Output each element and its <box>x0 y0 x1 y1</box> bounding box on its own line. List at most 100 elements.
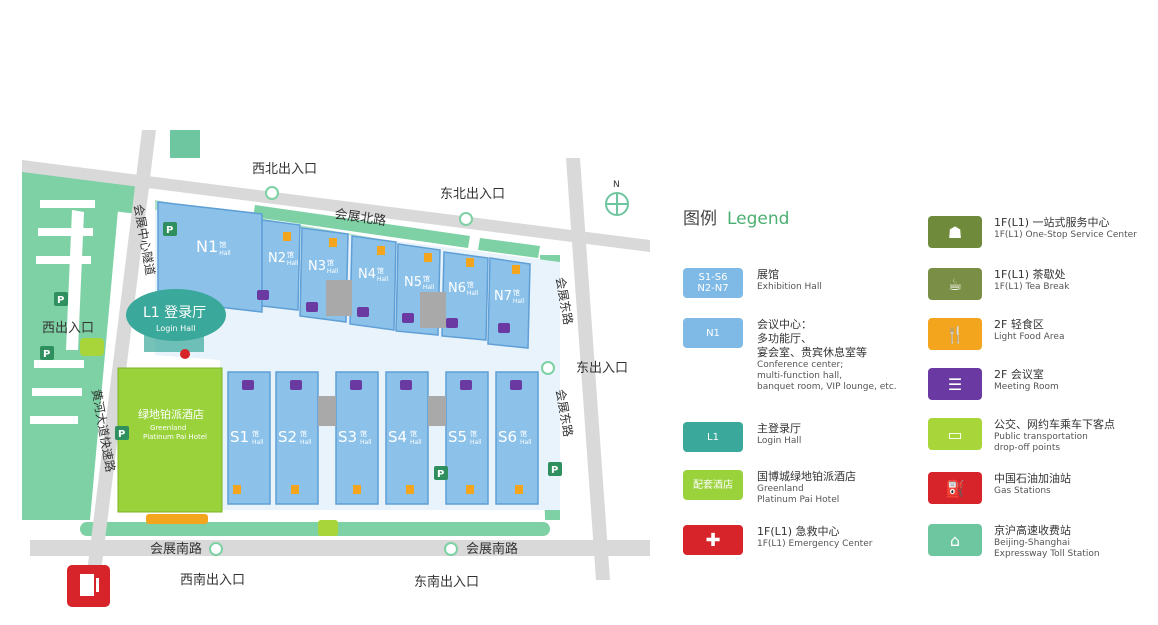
meeting-chat-icon: ☰ <box>928 368 982 400</box>
login-hall-label: L1 登录厅 <box>143 305 206 321</box>
north-halls <box>157 201 531 349</box>
legend-label-zh: 宴会室、贵宾休息室等 <box>757 346 867 359</box>
hall-label-zh: 馆 <box>287 250 294 259</box>
bus-icon <box>318 520 338 536</box>
hotel-bar <box>146 514 208 524</box>
bus-icon: ▭ <box>928 418 982 450</box>
hall-label-en: Hall <box>219 250 231 257</box>
legend-swatch: L1 <box>683 422 743 452</box>
hall-label-n7: N7 <box>494 289 512 304</box>
hall-label-s4: S4 <box>388 428 407 446</box>
bus-icon <box>80 338 104 356</box>
legend-label-en: Gas Stations <box>994 486 1051 496</box>
legend-label-zh: 会议中心： <box>757 318 812 331</box>
fork-knife-icon: 🍴 <box>928 318 982 350</box>
hall-label-en: Hall <box>360 439 372 446</box>
hall-label-n6: N6 <box>448 281 466 296</box>
parking-label: P <box>551 465 558 476</box>
legend-label-en: Platinum Pai Hotel <box>757 495 840 505</box>
parking-markers <box>40 222 562 480</box>
parking-label: P <box>118 429 125 440</box>
entrance-label-east: 东出入口 <box>576 361 628 376</box>
road-label-south-west: 会展南路 <box>150 541 202 557</box>
hall-n2 <box>261 219 301 311</box>
hall-label-en: Hall <box>252 439 264 446</box>
hall-s2 <box>275 371 319 505</box>
gas-station-icon: ⛽ <box>928 472 982 504</box>
service-desk-icon: ☗ <box>928 216 982 248</box>
tea-cup-icon: ☕ <box>928 268 982 300</box>
hall-label-zh: 馆 <box>513 288 520 297</box>
hall-label-en: Hall <box>470 439 482 446</box>
hall-n1 <box>157 201 263 313</box>
road-label-north: 会展北路 <box>333 206 387 229</box>
hall-label-en: Hall <box>520 439 532 446</box>
hall-s3 <box>335 371 379 505</box>
hall-label-zh: 馆 <box>219 240 226 249</box>
entrance-label-southwest: 西南出入口 <box>180 572 245 588</box>
hotel-label: 绿地铂派酒店 <box>138 407 204 421</box>
legend-label-en: Expressway Toll Station <box>994 549 1100 559</box>
hall-label-en: Hall <box>410 439 422 446</box>
entrance-markers <box>209 186 555 556</box>
hall-label-zh: 馆 <box>252 429 259 438</box>
hall-label-n1: N1 <box>196 237 218 256</box>
legend-label-zh: 京沪高速收费站 <box>994 524 1071 537</box>
legend-title-en: Legend <box>727 209 790 229</box>
entrance-label-southeast: 东南出入口 <box>414 574 479 590</box>
hall-label-zh: 馆 <box>300 429 307 438</box>
hall-s4 <box>385 371 429 505</box>
legend-label-en: Exhibition Hall <box>757 282 822 292</box>
legend-label-zh: 1F(L1) 一站式服务中心 <box>994 216 1110 229</box>
toll-station-icon: ⌂ <box>928 524 982 556</box>
south-halls <box>227 371 539 505</box>
legend-label-en: 1F(L1) One-Stop Service Center <box>994 230 1137 240</box>
hall-label-en: Hall <box>300 439 312 446</box>
legend-label-en: Login Hall <box>757 436 802 446</box>
legend-label-zh: 2F 会议室 <box>994 368 1044 381</box>
hall-label-zh: 馆 <box>410 429 417 438</box>
hall-label-zh: 馆 <box>377 266 384 275</box>
hall-label-s2: S2 <box>278 428 297 446</box>
hall-s1 <box>227 371 271 505</box>
legend-swatch: ✚ <box>683 525 743 555</box>
legend-label-zh: 国博城绿地铂派酒店 <box>757 470 856 483</box>
hall-label-n3: N3 <box>308 259 326 274</box>
hall-label-zh: 馆 <box>360 429 367 438</box>
legend-label-en: Beijing-Shanghai <box>994 538 1070 548</box>
parking-label: P <box>57 295 64 306</box>
meeting-room-markers <box>242 290 522 390</box>
legend-label-zh: 主登录厅 <box>757 422 801 435</box>
hotel-block <box>117 367 223 513</box>
hall-label-zh: 馆 <box>520 429 527 438</box>
hall-n4 <box>349 235 397 331</box>
hall-label-en: Hall <box>513 298 525 305</box>
legend-label-en: Conference center; <box>757 360 844 370</box>
legend-swatch: N1 <box>683 318 743 348</box>
legend-label-en: Greenland <box>757 484 804 494</box>
legend-label-zh: 多功能厅、 <box>757 332 812 345</box>
legend-label-zh: 中国石油加油站 <box>994 472 1071 485</box>
login-hall-label-en: Login Hall <box>156 324 196 333</box>
compass-label: N <box>613 180 620 190</box>
hall-label-n2: N2 <box>268 251 286 266</box>
legend-label-en: 1F(L1) Emergency Center <box>757 539 873 549</box>
hall-label-s3: S3 <box>338 428 357 446</box>
legend-label-zh: 1F(L1) 茶歇处 <box>994 268 1066 281</box>
hall-label-zh: 馆 <box>470 429 477 438</box>
legend-label-zh: 2F 轻食区 <box>994 318 1044 331</box>
legend-label-en: banquet room, VIP lounge, etc. <box>757 382 897 392</box>
legend-label-en: Light Food Area <box>994 332 1065 342</box>
hall-label-n5: N5 <box>404 275 422 290</box>
parking-label: P <box>166 225 173 236</box>
